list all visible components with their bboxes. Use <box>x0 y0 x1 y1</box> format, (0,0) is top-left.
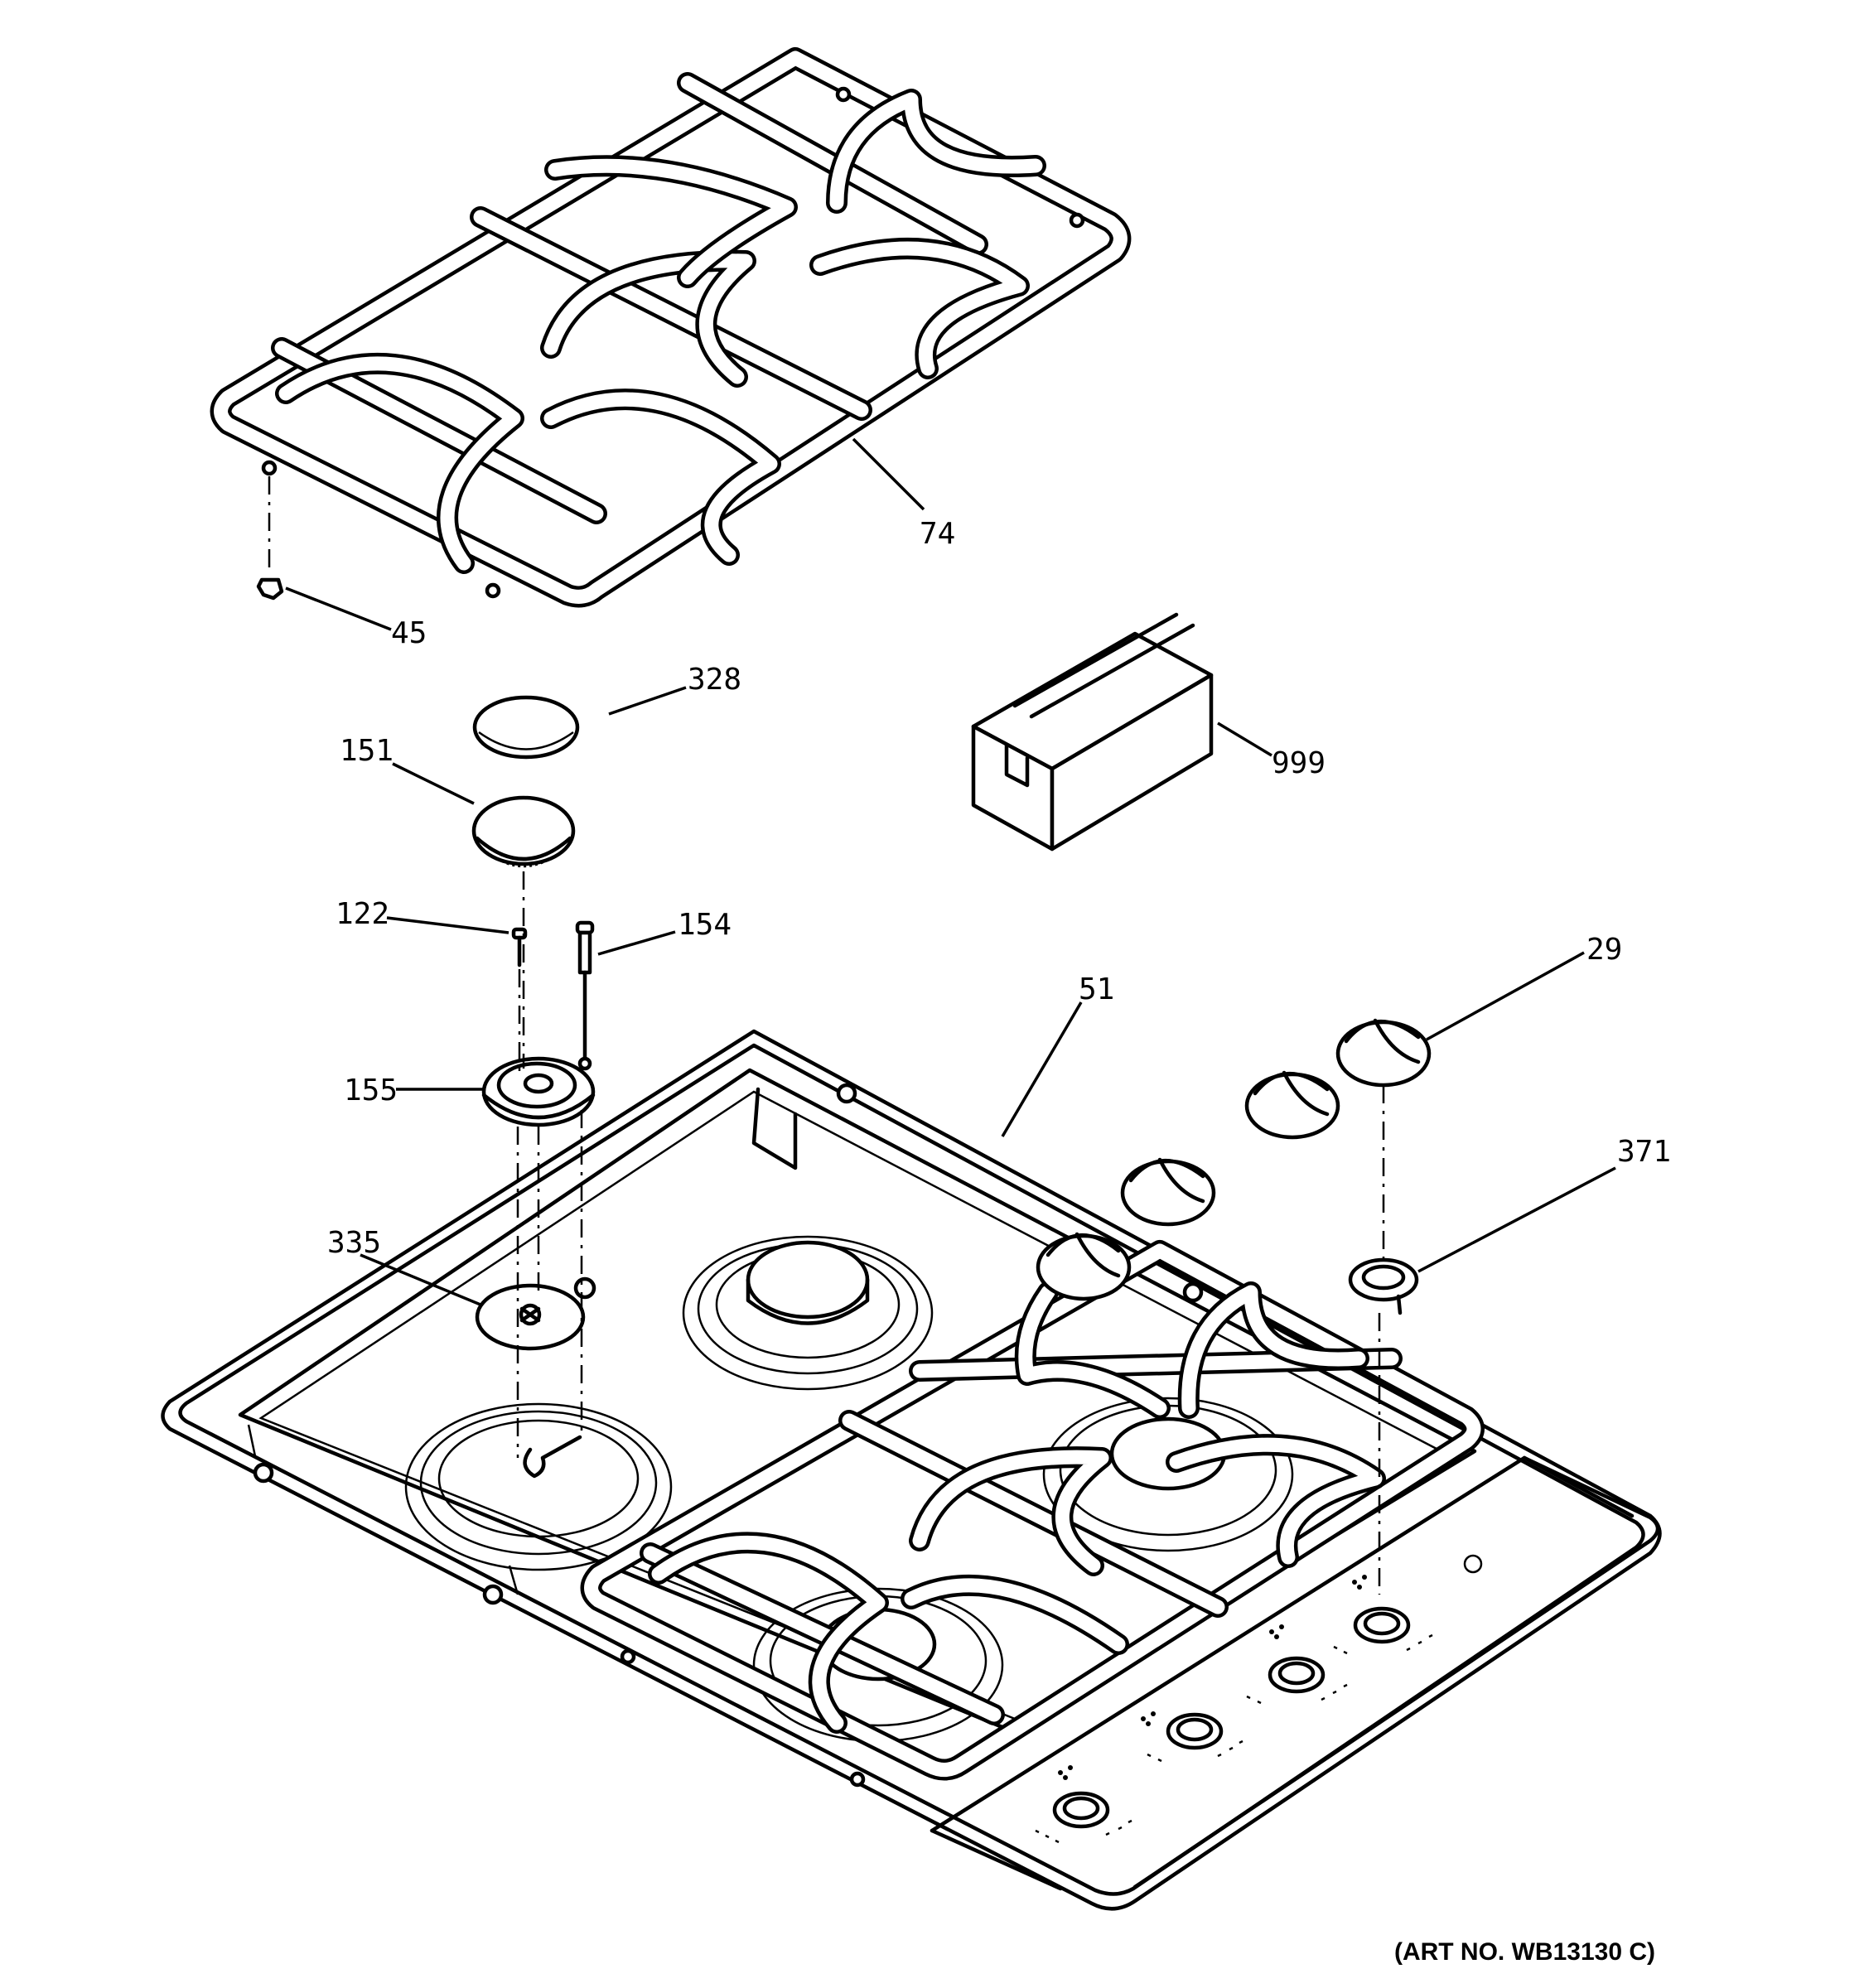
spacer-335 <box>475 1276 596 1351</box>
burner-cap-328 <box>472 695 580 760</box>
knob-installed-1 <box>1036 1232 1132 1301</box>
knob-bezel-371 <box>1348 1257 1419 1315</box>
callout-999: 999 <box>1272 746 1326 780</box>
callout-51: 51 <box>1079 972 1114 1006</box>
control-bezel-4 <box>1353 1606 1411 1644</box>
grate-installed <box>580 1240 1485 1788</box>
callout-371: 371 <box>1617 1135 1671 1169</box>
callout-154: 154 <box>678 908 732 942</box>
screw-122 <box>511 927 528 967</box>
burner-base-155 <box>481 1056 596 1127</box>
burner-recess-left-front <box>404 1402 673 1571</box>
foot-45 <box>256 577 284 601</box>
art-number: (ART NO. WB13130 C) <box>1393 1938 1655 1966</box>
cooktop-51 <box>161 1029 1662 1911</box>
package-999 <box>971 612 1214 852</box>
knob-29 <box>1335 1018 1432 1088</box>
callout-74: 74 <box>920 517 955 551</box>
callout-155: 155 <box>344 1074 398 1107</box>
control-bezel-2 <box>1166 1712 1224 1750</box>
burner-installed-rear <box>746 1240 870 1325</box>
callout-335: 335 <box>327 1226 381 1260</box>
grate-74 <box>210 47 1132 608</box>
callout-328: 328 <box>688 663 741 697</box>
callout-151: 151 <box>340 734 394 768</box>
control-bezel-1 <box>1052 1791 1110 1829</box>
leader-lines <box>285 437 1616 1306</box>
callout-122: 122 <box>336 897 389 931</box>
knob-29-lower <box>1244 1070 1340 1140</box>
callout-29: 29 <box>1586 933 1622 967</box>
burner-head-151 <box>471 795 576 868</box>
control-panel <box>1035 1554 1483 1844</box>
electrode-154 <box>575 920 595 1063</box>
knob-installed-2 <box>1120 1157 1216 1227</box>
callout-45: 45 <box>391 616 427 650</box>
control-bezel-3 <box>1268 1656 1326 1694</box>
